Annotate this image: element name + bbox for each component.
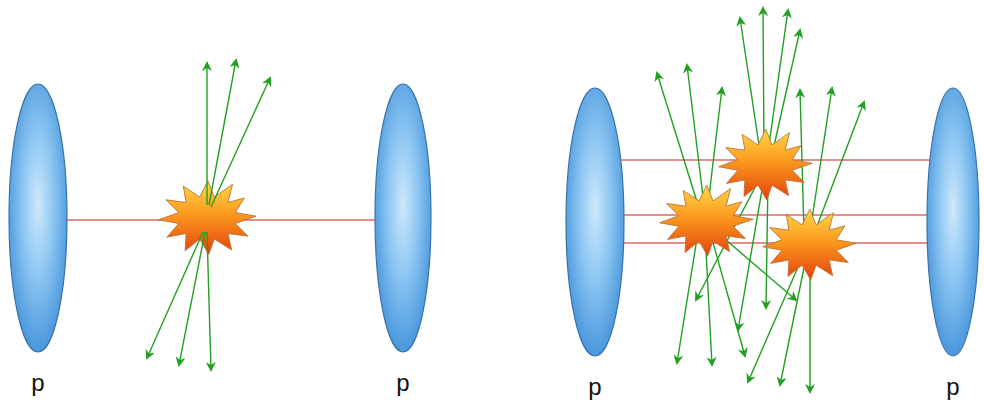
ellipse-shape (8, 83, 68, 353)
proton-label: p (31, 371, 44, 395)
proton-ellipse: p (926, 87, 980, 357)
ellipse-shape (926, 87, 980, 357)
explosion (763, 209, 857, 280)
proton-ellipse: p (374, 83, 432, 353)
proton-label: p (946, 375, 959, 399)
proton-label: p (396, 371, 409, 395)
proton-ellipse: p (565, 87, 625, 357)
right-collision (657, 8, 864, 392)
left-collision (147, 60, 270, 370)
ellipse-shape (565, 87, 625, 357)
explosion (660, 185, 754, 256)
particle-arrows (147, 60, 270, 370)
ellipse-shape (374, 83, 432, 353)
proton-label: p (588, 375, 601, 399)
explosion (719, 129, 813, 200)
particle-arrows (657, 8, 864, 392)
parton-line (621, 214, 930, 216)
proton-ellipse: p (8, 83, 68, 353)
